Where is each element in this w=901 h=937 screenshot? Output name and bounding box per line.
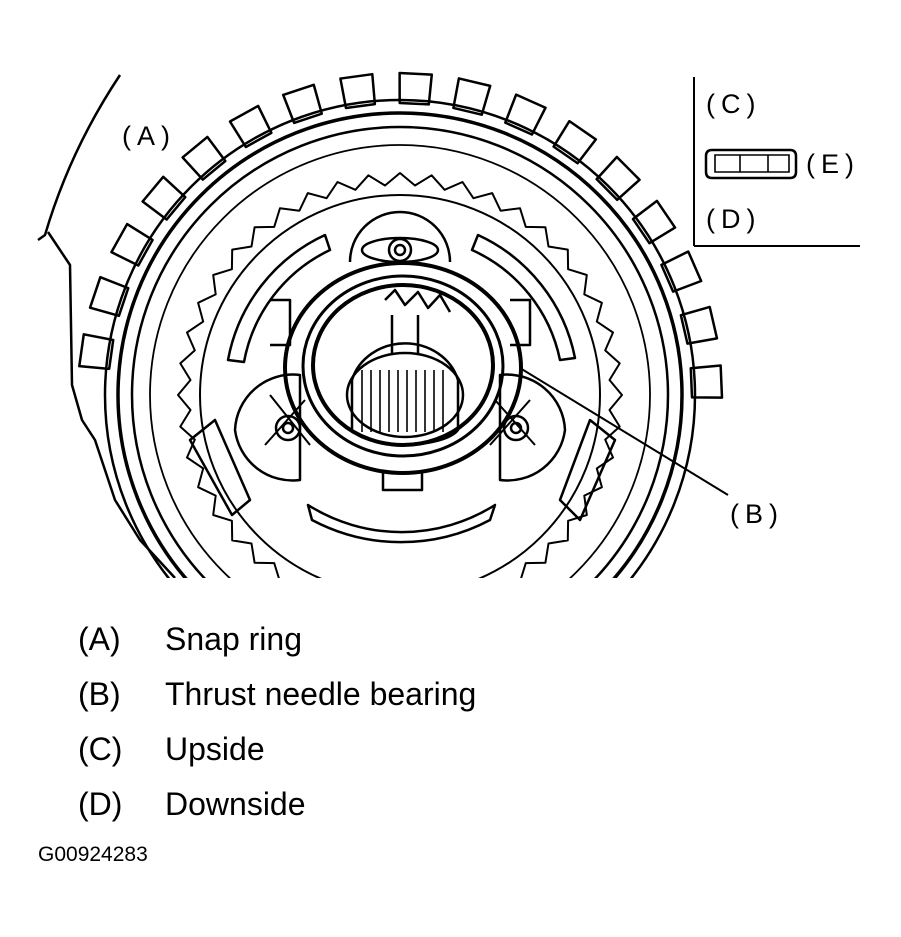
callout-c: (C) [706,89,761,119]
drum-lug [631,199,677,245]
drum-lug [552,119,598,165]
legend-key: (C) [78,731,123,767]
drum-lug [78,333,115,371]
housing-outline [37,74,122,242]
legend-description: Snap ring [165,621,302,657]
legend-description: Upside [165,731,265,767]
drum-lug [141,175,187,221]
figure-id: G00924283 [38,843,148,866]
leader-line-b [519,367,729,496]
carrier-web-left [270,298,292,347]
shaft-bore-outer [345,351,465,439]
carrier-slot-bottom [306,503,497,544]
orientation-inset [693,77,860,247]
drum-lug [452,77,492,116]
drum-lug [281,83,324,125]
drum-lug [595,155,641,202]
carrier-window-right [558,418,617,522]
drum-lug [679,305,719,345]
legend-key: (B) [78,676,121,712]
drum-lug [689,364,724,399]
thrust-bearing-outer [283,261,523,475]
drum-lug [88,275,130,318]
drum-inner-ring [130,125,670,578]
legend-key: (D) [78,786,123,822]
planetary-gear-drawing: (A) (C) (E) (D) (B) [37,71,860,578]
shaft-neck [390,315,420,355]
carrier-slot-right [470,233,577,362]
drum-lug [660,250,703,293]
pinion-right [489,373,567,482]
carrier-slot-left [226,233,332,364]
ring-gear-teeth [177,172,623,578]
thrust-bearing-inner [311,283,495,447]
legend-description: Thrust needle bearing [165,676,477,712]
pinion-left [233,373,311,482]
drum-lug [181,135,227,181]
carrier-window-left [188,418,252,517]
callout-d: (D) [706,204,761,234]
thrust-bearing-race [301,274,505,458]
legend-row-c: (C) Upside [78,722,476,777]
drum-lugs [78,71,724,399]
legend-description: Downside [165,786,306,822]
bearing-tab-bottom [381,473,424,492]
drum-lug [398,71,434,106]
legend-row-b: (B) Thrust needle bearing [78,667,476,722]
drum-lug [110,222,154,267]
legend-row-d: (D) Downside [78,777,476,832]
pinion-top [348,210,452,264]
housing-wall [46,231,176,578]
shaft-spline-lines [361,370,444,432]
callout-e: (E) [806,149,860,179]
legend-key: (A) [78,621,121,657]
ring-gear-base [199,194,601,578]
legend-row-a: (A) Snap ring [78,612,476,667]
snap-ring-section-icon [704,148,798,180]
drum-lug [228,104,273,149]
drum-lug [339,72,377,110]
drum-lug [504,93,547,136]
callout-a: (A) [122,121,176,151]
callout-b: (B) [730,499,784,529]
drum-outer-ring [103,98,697,578]
shaft-splines [350,342,460,446]
sun-gear-teeth [384,288,452,313]
legend: (A) Snap ring (B) Thrust needle bearing … [78,612,476,832]
carrier-web-right [510,298,532,347]
drum-inner-ring-2 [149,144,651,578]
snap-ring [116,111,684,578]
